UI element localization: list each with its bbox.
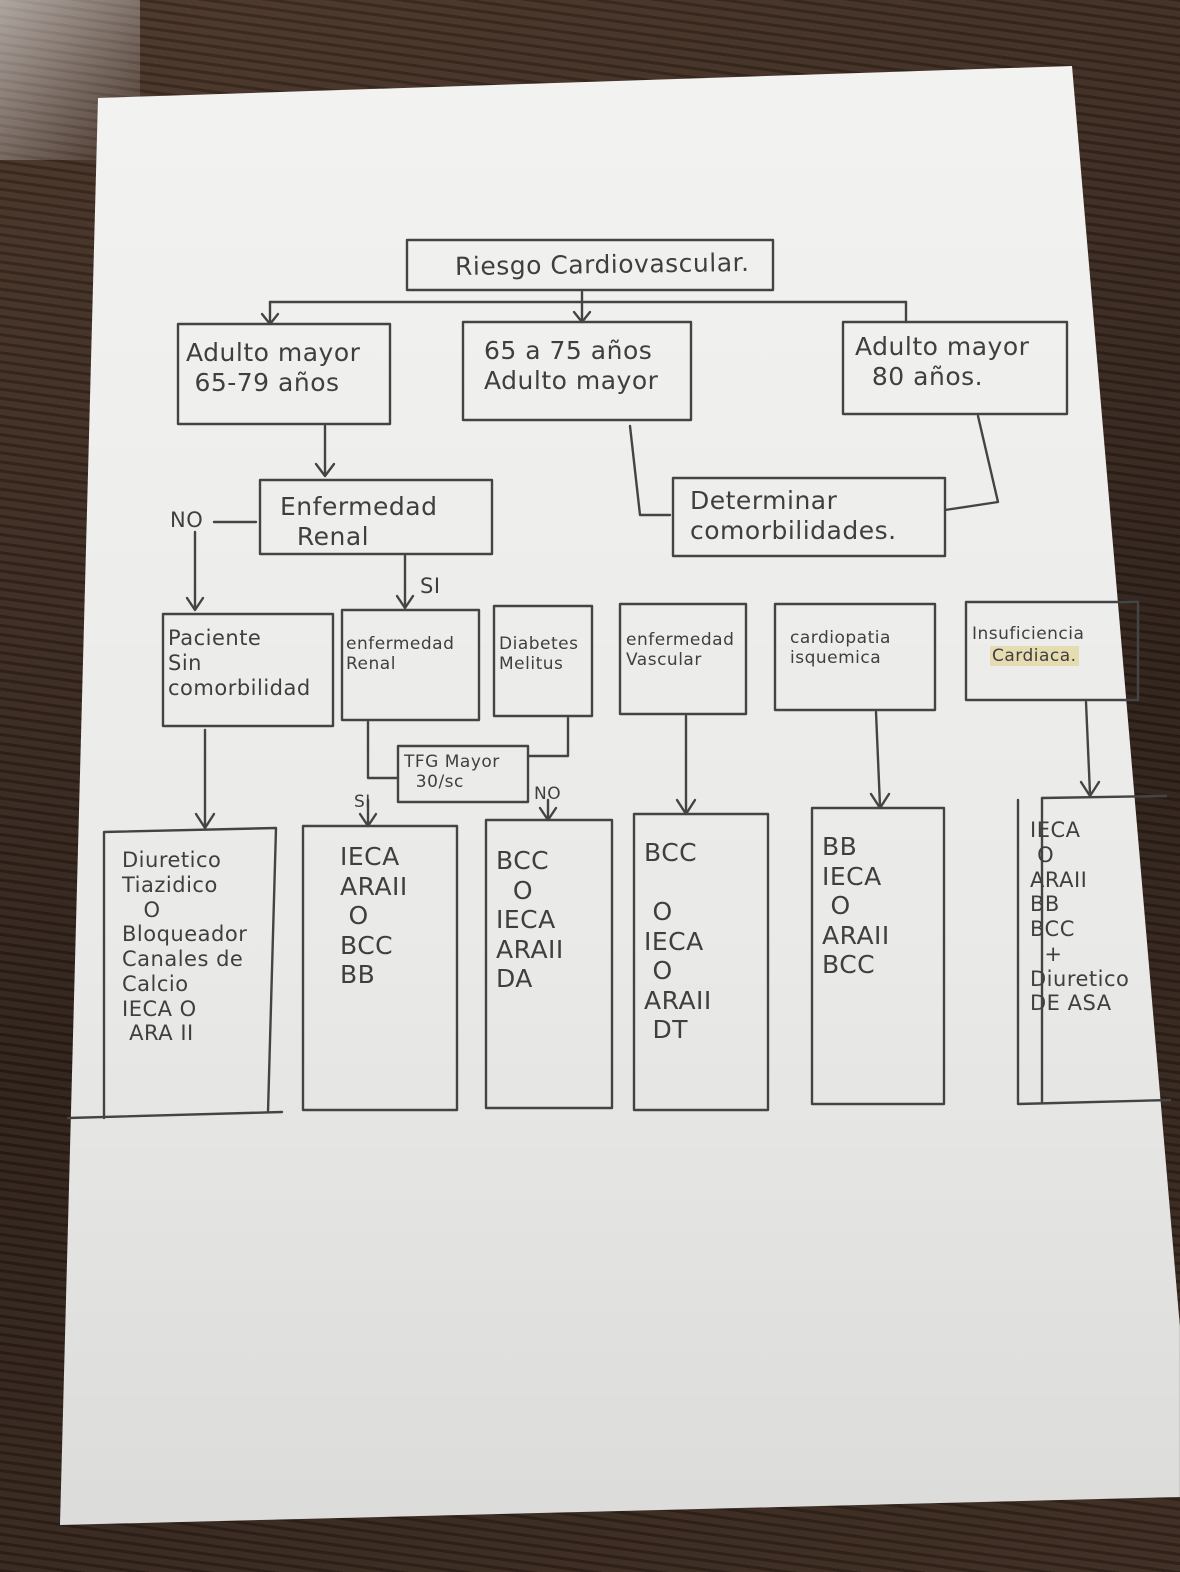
group-label-3: Adulto mayor 80 años. [855,332,1030,391]
cond-label-6b: Cardiaca. [990,646,1079,666]
edge-g3-determinar [943,414,1000,512]
root-label: Riesgo Cardiovascular. [454,247,750,282]
group-box-2 [461,320,693,422]
cond-box-1 [161,612,335,728]
treat-label-4: BCC O IECA O ARAII DT [644,838,712,1044]
cond-box-4 [618,602,748,716]
group-box-3 [841,320,1069,416]
tfg-box [396,744,530,804]
cond-box-6 [964,600,1140,702]
group-box-1 [176,322,392,426]
determinar-label: Determinar comorbilidades. [690,486,897,545]
cond-label-4: enfermedad Vascular [626,630,735,671]
cond-label-3: Diabetes Melitus [499,634,579,675]
treat-box-4 [632,812,770,1112]
determinar-box [671,476,947,558]
tfg-si-label: SI [354,792,371,812]
edge-c6-t6 [1084,700,1092,796]
arrow-decision [314,462,336,478]
arrow-si [395,594,415,610]
treat-box-1 [102,826,278,1120]
treat-box-6-top [1040,794,1168,800]
root-box [405,238,775,292]
cond-label-2: enfermedad Renal [346,634,455,675]
tfg-label: TFG Mayor 30/sc [404,752,500,793]
decision-label: Enfermedad Renal [280,492,438,551]
arrow-no [185,596,205,612]
edge-c5-t5 [874,710,882,808]
cond-label-6: Insuficiencia [972,624,1085,644]
edge-diabetes-tfg [526,716,570,758]
treat-label-5: BB IECA O ARAII BCC [822,832,890,979]
cond-box-5 [773,602,937,712]
treat-label-6: IECA O ARAII BB BCC + Diuretico DE ASA [1030,818,1130,1016]
highlighted-word: Cardiaca. [990,646,1079,666]
group-label-1: Adulto mayor 65-79 años [186,338,361,397]
treat-label-1: Diuretico Tiazidico O Bloqueador Canales… [122,848,248,1046]
treat-box-5 [810,806,946,1106]
edge-renal-tfg [366,720,400,780]
arrow-t6 [1079,780,1101,798]
edge-g2-determinar [628,424,672,517]
arrow-t1 [194,812,216,830]
decision-box [258,478,494,556]
treat-box-6 [1016,798,1172,1106]
treat-box-1-base [66,1110,284,1120]
tfg-no-label: NO [534,784,562,804]
si-label: SI [420,574,441,598]
treat-box-3 [484,818,614,1110]
treat-label-3: BCC O IECA ARAII DA [496,846,564,993]
treat-label-2: IECA ARAII O BCC BB [340,842,408,989]
group-label-2: 65 a 75 años Adulto mayor [484,336,659,395]
cond-box-3 [492,604,594,718]
no-label: NO [170,508,204,532]
treat-box-2 [301,824,459,1112]
cond-label-5: cardiopatia isquemica [790,628,891,669]
cond-label-1: Paciente Sin comorbilidad [168,626,311,700]
cond-box-2 [340,608,481,722]
